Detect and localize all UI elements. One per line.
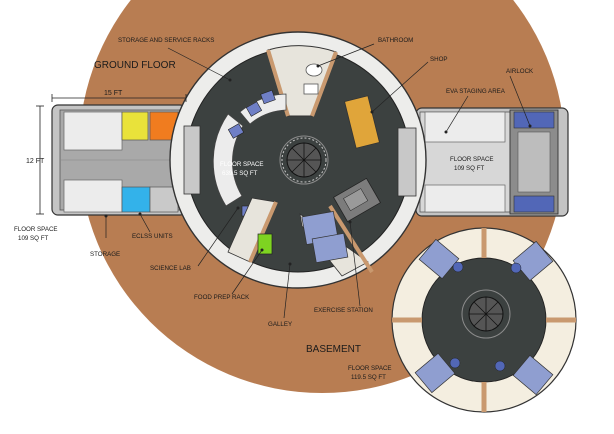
shop-label: SHOP	[430, 56, 448, 63]
galley-label: GALLEY	[268, 321, 292, 328]
food-prep-rack	[257, 233, 273, 255]
bathroom-label: BATHROOM	[378, 37, 413, 44]
food-prep-rack-label: FOOD PREP RACK	[194, 294, 250, 301]
science-lab-label: SCIENCE LAB	[150, 265, 191, 272]
right-floor-space-label: FLOOR SPACE	[450, 156, 494, 163]
basement-bunk-nw	[418, 238, 460, 280]
ground-floor-label: GROUND FLOOR	[94, 60, 176, 71]
height-dimension-label: 12 FT	[26, 158, 45, 165]
basement-label: BASEMENT	[306, 344, 361, 355]
main-deck	[169, 31, 427, 289]
basement-bunk-se	[512, 354, 554, 396]
basement-bunk-ne	[512, 240, 554, 282]
yellow-rack	[121, 111, 149, 141]
right-module	[415, 107, 569, 217]
leader-dots	[104, 64, 532, 266]
left-floor-space-value: 109 SQ FT	[18, 235, 48, 242]
basement-bunk-sw	[414, 352, 456, 394]
storage-racks-label: STORAGE AND SERVICE RACKS	[118, 37, 214, 44]
basement-floor-space-label: FLOOR SPACE	[348, 365, 392, 372]
basement-floor-space-value: 119.5 SQ FT	[351, 374, 386, 381]
left-module	[51, 104, 187, 216]
toilet	[305, 63, 323, 77]
eclss-units-label: ECLSS UNITS	[132, 233, 173, 240]
basement-deck	[391, 227, 577, 413]
cyan-rack	[121, 186, 151, 213]
storage-label: STORAGE	[90, 251, 120, 258]
bunk-bottom	[311, 232, 349, 264]
shop-bench	[344, 95, 380, 149]
width-dimension-label: 15 FT	[104, 90, 123, 97]
exercise-station-label: EXERCISE STATION	[314, 307, 373, 314]
main-floor-space-label: FLOOR SPACE	[220, 161, 264, 168]
eva-staging-label: EVA STAGING AREA	[446, 88, 506, 95]
leader-lines	[105, 43, 531, 319]
airlock-label: AIRLOCK	[506, 68, 534, 75]
main-floor-space-value: 639.5 SQ FT	[222, 170, 258, 177]
left-floor-space-label: FLOOR SPACE	[14, 226, 58, 233]
dimension-lines	[36, 94, 187, 215]
right-floor-space-value: 109 SQ FT	[454, 165, 484, 172]
